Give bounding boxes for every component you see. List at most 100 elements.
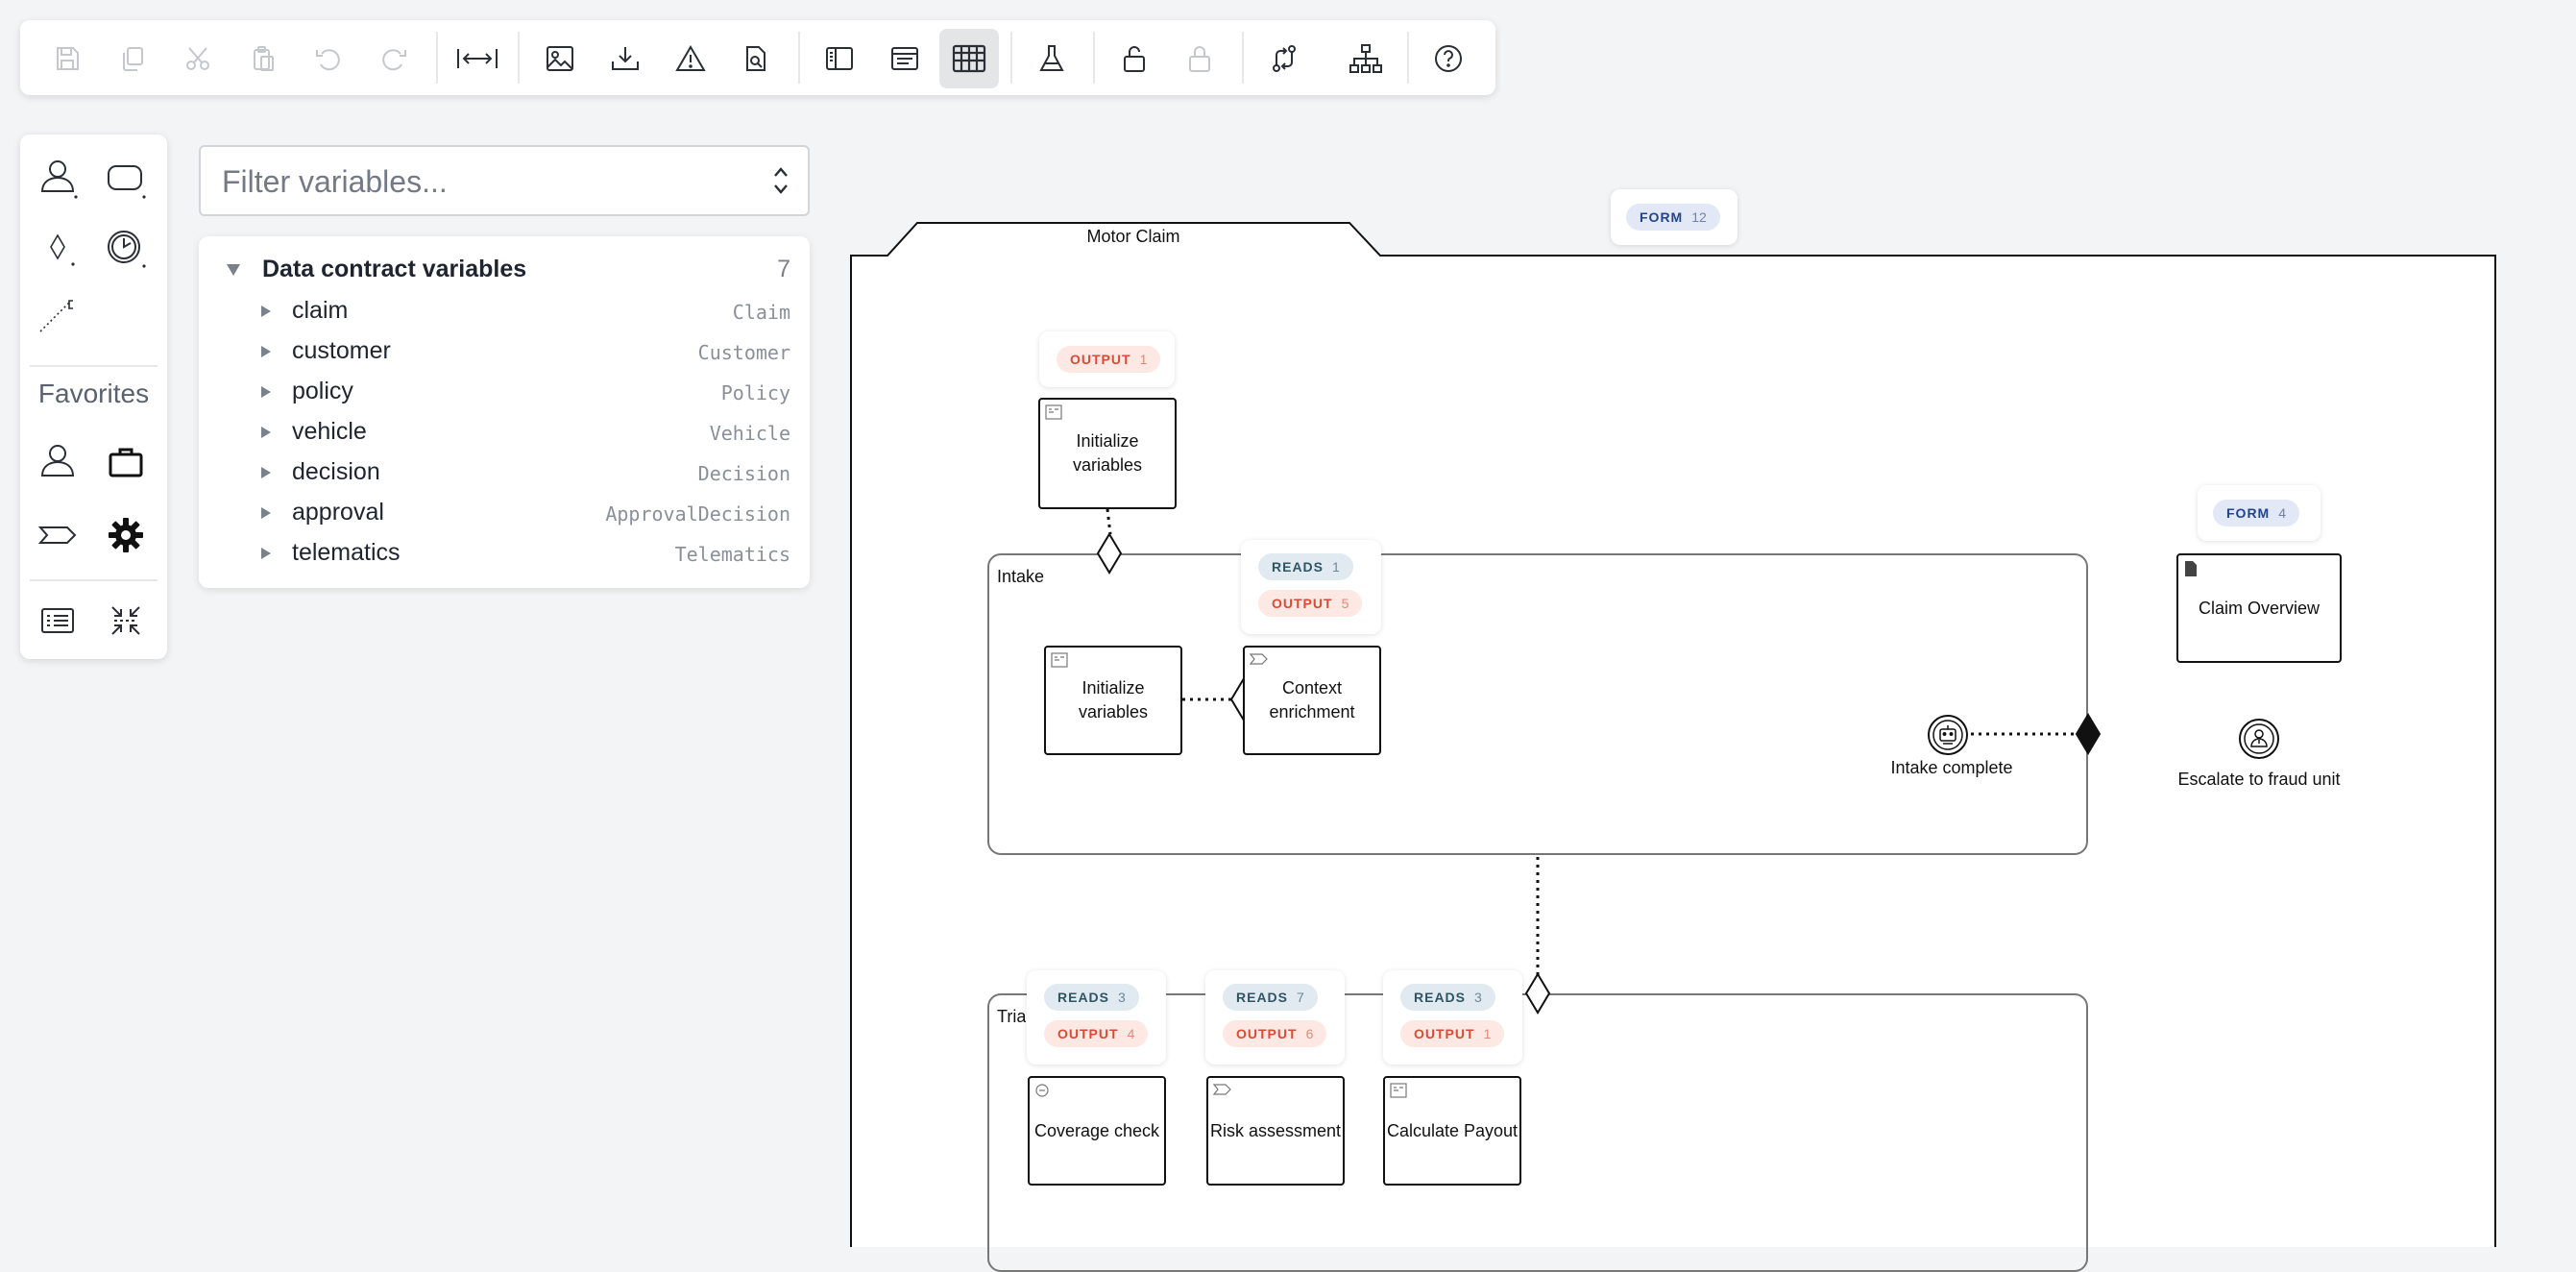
toolbar xyxy=(20,20,1495,95)
redo-icon xyxy=(382,49,406,71)
expand-triangle-icon[interactable] xyxy=(260,305,272,318)
expand-triangle-icon[interactable] xyxy=(260,385,272,399)
expand-triangle-icon[interactable] xyxy=(260,466,272,479)
chevron-shape-icon xyxy=(37,526,77,544)
task-claim-overview[interactable]: Claim Overview xyxy=(2176,553,2342,663)
task-label: Risk assessment xyxy=(1209,1120,1342,1140)
paste-button[interactable] xyxy=(241,37,285,81)
document-icon xyxy=(2185,561,2197,576)
inspect-document-button[interactable] xyxy=(734,37,778,81)
cut-button[interactable] xyxy=(176,37,220,81)
variable-row-claim[interactable]: claim Claim xyxy=(218,295,790,331)
simulate-button[interactable] xyxy=(1030,37,1074,81)
unlock-button[interactable] xyxy=(1112,37,1156,81)
escalate-event[interactable] xyxy=(2237,717,2281,761)
variable-name: customer xyxy=(292,337,391,364)
variable-row-policy[interactable]: policy Policy xyxy=(218,376,790,412)
variable-name: vehicle xyxy=(292,418,367,445)
hierarchy-button[interactable] xyxy=(1344,37,1388,81)
palette-association[interactable] xyxy=(34,292,82,340)
favorite-user-task[interactable] xyxy=(34,438,82,486)
variable-row-decision[interactable]: decision Decision xyxy=(218,456,790,493)
variable-type: Telematics xyxy=(674,543,790,566)
escalation-person-icon xyxy=(2250,729,2268,747)
document-search-icon xyxy=(746,46,766,71)
image-icon xyxy=(547,46,573,71)
escalate-label: Escalate to fraud unit xyxy=(2177,770,2341,789)
data-grid-button[interactable] xyxy=(939,29,999,88)
task-context-enrichment[interactable]: Context enrichment xyxy=(1243,646,1381,755)
variable-row-customer[interactable]: customer Customer xyxy=(218,335,790,372)
palette-gateway[interactable] xyxy=(34,223,82,271)
task-label: Coverage check xyxy=(1033,1120,1160,1140)
task-coverage-check[interactable]: Coverage check xyxy=(1028,1076,1166,1186)
copy-button[interactable] xyxy=(110,37,155,81)
copy-icon xyxy=(123,47,143,71)
route-icon xyxy=(1273,45,1296,72)
favorites-label: Favorites xyxy=(37,379,150,408)
variable-row-approval[interactable]: approval ApprovalDecision xyxy=(218,497,790,533)
gear-icon xyxy=(109,518,143,552)
briefcase-icon xyxy=(109,448,143,477)
task-calculate-payout[interactable]: Calculate Payout xyxy=(1383,1076,1521,1186)
palette-task[interactable] xyxy=(102,154,150,202)
script-task-icon xyxy=(1390,1083,1407,1098)
toolbar-separator xyxy=(436,32,438,84)
expand-triangle-icon[interactable] xyxy=(260,345,272,358)
favorite-service-task[interactable] xyxy=(102,511,150,559)
flow-routing-button[interactable] xyxy=(1262,37,1306,81)
validation-button[interactable] xyxy=(668,37,713,81)
favorite-business-task[interactable] xyxy=(102,438,150,486)
undo-button[interactable] xyxy=(306,37,351,81)
task-initialize-variables-intake[interactable]: Initialize variables xyxy=(1044,646,1182,755)
end-gateway-diamond xyxy=(2075,713,2102,755)
lane-intake[interactable] xyxy=(987,553,2088,855)
variable-row-telematics[interactable]: telematics Telematics xyxy=(218,537,790,574)
download-button[interactable] xyxy=(603,37,647,81)
intake-complete-event[interactable] xyxy=(1926,713,1970,757)
variables-group-header[interactable]: Data contract variables 7 xyxy=(218,254,790,292)
variable-name: claim xyxy=(292,297,349,324)
expand-triangle-icon[interactable] xyxy=(260,547,272,560)
toggle-properties-button[interactable] xyxy=(883,37,927,81)
filter-variables-input[interactable] xyxy=(220,147,742,216)
export-image-button[interactable] xyxy=(538,37,582,81)
user-icon xyxy=(40,160,78,199)
toggle-sidebar-button[interactable] xyxy=(817,37,862,81)
unlock-icon xyxy=(1124,46,1145,72)
save-button[interactable] xyxy=(45,37,89,81)
palette-timer-event[interactable] xyxy=(102,223,150,271)
palette-separator xyxy=(30,365,158,367)
fit-width-button[interactable] xyxy=(455,37,499,81)
redo-button[interactable] xyxy=(372,37,416,81)
variable-type: Policy xyxy=(720,381,790,404)
association-icon xyxy=(39,300,73,332)
task-initialize-variables-top[interactable]: Initialize variables xyxy=(1038,398,1177,509)
data-contract-variables-panel: Data contract variables 7 claim Claim cu… xyxy=(199,236,810,588)
gateway-diamond xyxy=(1096,532,1123,575)
sort-toggle-icon[interactable] xyxy=(771,164,790,197)
task-risk-assessment[interactable]: Risk assessment xyxy=(1206,1076,1345,1186)
favorite-subprocess[interactable] xyxy=(34,511,82,559)
variable-type: Customer xyxy=(697,341,790,364)
variable-row-vehicle[interactable]: vehicle Vehicle xyxy=(218,416,790,453)
expand-triangle-icon[interactable] xyxy=(260,506,272,520)
lane-triage-label: Triage xyxy=(997,1007,1026,1026)
palette-list-view[interactable] xyxy=(34,597,82,645)
palette-user-task[interactable] xyxy=(34,154,82,202)
help-button[interactable] xyxy=(1426,37,1470,81)
palette-collapse[interactable] xyxy=(102,597,150,645)
lock-button[interactable] xyxy=(1178,37,1222,81)
expand-triangle-icon[interactable] xyxy=(260,426,272,439)
gateway-diamond xyxy=(1524,972,1551,1015)
task-label: Context enrichment xyxy=(1269,678,1355,722)
